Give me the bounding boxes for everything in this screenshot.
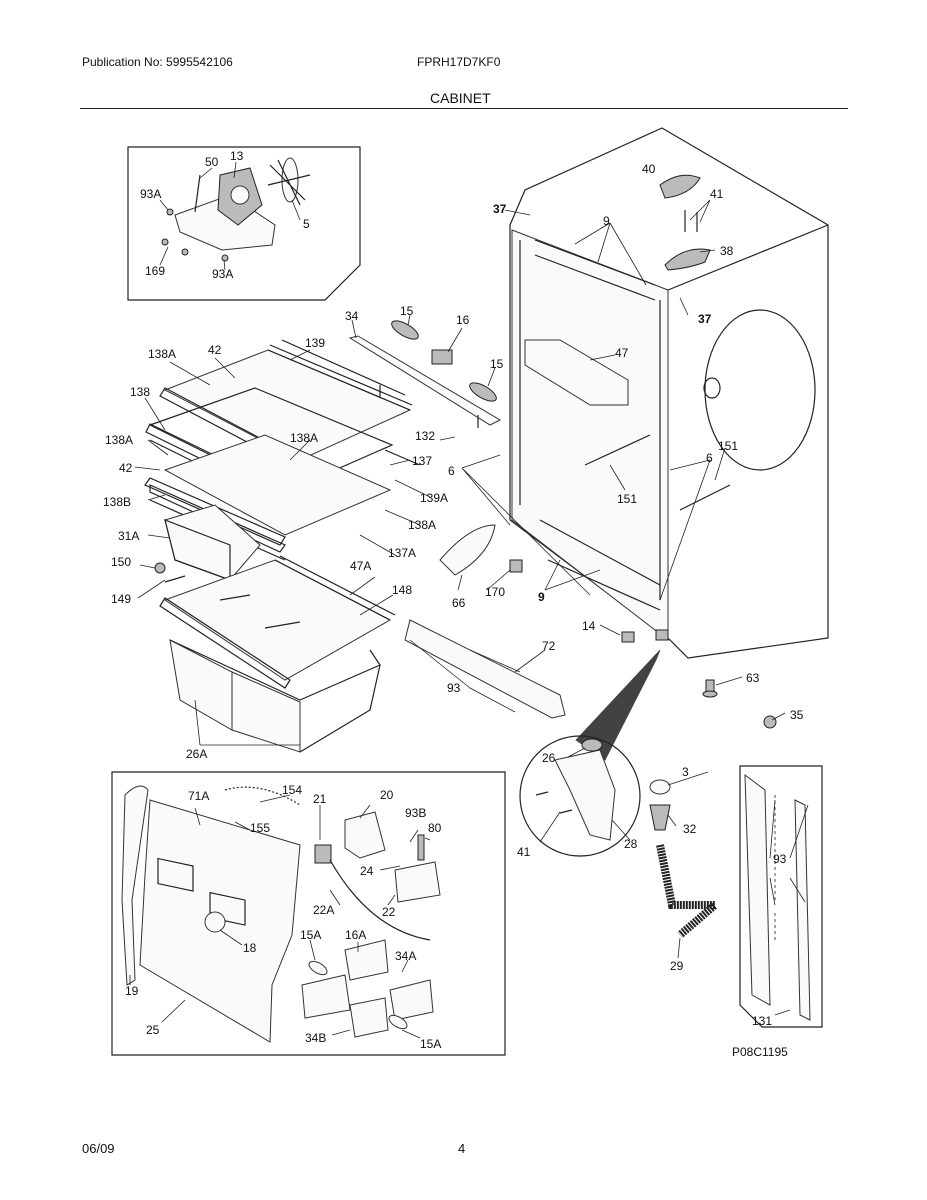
label-34A: 34A — [395, 949, 416, 963]
label-22: 22 — [382, 905, 396, 919]
label-93A-b: 93A — [212, 267, 233, 281]
shelf-assemblies — [134, 314, 591, 596]
model-number: FPRH17D7KF0 — [417, 55, 501, 69]
label-71A: 71A — [188, 789, 209, 803]
label-151-b: 151 — [617, 492, 637, 506]
label-37-b: 37 — [698, 312, 712, 326]
label-151-a: 151 — [718, 439, 738, 453]
label-137A: 137A — [388, 546, 416, 560]
label-9-b: 9 — [538, 590, 545, 604]
label-34B: 34B — [305, 1031, 326, 1045]
label-5: 5 — [303, 217, 310, 231]
header-rule — [80, 108, 848, 109]
label-26: 26 — [542, 751, 556, 765]
label-169: 169 — [145, 264, 165, 278]
label-42-a: 42 — [208, 343, 222, 357]
label-137: 137 — [412, 454, 432, 468]
label-41-b: 41 — [517, 845, 531, 859]
label-80: 80 — [428, 821, 442, 835]
label-18: 18 — [243, 941, 257, 955]
label-148: 148 — [392, 583, 412, 597]
hinge-detail — [519, 649, 661, 857]
label-29: 29 — [670, 959, 684, 973]
part-40-cover — [659, 174, 701, 199]
label-19: 19 — [125, 984, 139, 998]
label-63: 63 — [746, 671, 760, 685]
label-15-b: 15 — [490, 357, 504, 371]
label-93A-a: 93A — [140, 187, 161, 201]
label-131: 131 — [752, 1014, 772, 1028]
label-155: 155 — [250, 821, 270, 835]
label-25: 25 — [146, 1023, 160, 1037]
label-16: 16 — [456, 313, 470, 327]
part-labels: 50 13 93A 5 169 93A 40 41 37 9 38 37 34 … — [103, 149, 804, 1059]
label-132: 132 — [415, 429, 435, 443]
footer-page-number: 4 — [458, 1141, 466, 1156]
label-24: 24 — [360, 864, 374, 878]
part-38-bracket — [664, 248, 711, 271]
label-6-b: 6 — [706, 451, 713, 465]
label-139: 139 — [305, 336, 325, 350]
trim-inset — [739, 765, 823, 1028]
label-149: 149 — [111, 592, 131, 606]
label-93B: 93B — [405, 806, 426, 820]
label-50: 50 — [205, 155, 219, 169]
fan-motor-inset — [127, 146, 361, 301]
label-38: 38 — [720, 244, 734, 258]
label-22A: 22A — [313, 903, 334, 917]
label-41-a: 41 — [710, 187, 724, 201]
label-32: 32 — [683, 822, 697, 836]
label-15A-b: 15A — [420, 1037, 441, 1051]
label-20: 20 — [380, 788, 394, 802]
fan-blade-part — [267, 157, 311, 206]
label-93-b: 93 — [773, 852, 787, 866]
diagram-code: P08C1195 — [732, 1045, 788, 1059]
label-6-a: 6 — [448, 464, 455, 478]
crisper-and-drawers — [137, 504, 566, 753]
label-150: 150 — [111, 555, 131, 569]
label-3: 3 — [682, 765, 689, 779]
label-66: 66 — [452, 596, 466, 610]
label-47A: 47A — [350, 559, 371, 573]
label-26A: 26A — [186, 747, 207, 761]
label-16A: 16A — [345, 928, 366, 942]
label-15-a: 15 — [400, 304, 414, 318]
label-37-a: 37 — [493, 202, 507, 216]
label-138A-b: 138A — [105, 433, 133, 447]
label-139A: 139A — [420, 491, 448, 505]
label-72: 72 — [542, 639, 556, 653]
page-title: CABINET — [430, 90, 491, 106]
label-15A-a: 15A — [300, 928, 321, 942]
label-34: 34 — [345, 309, 359, 323]
misc-hardware — [649, 676, 786, 959]
label-138B: 138B — [103, 495, 131, 509]
label-93-a: 93 — [447, 681, 461, 695]
label-28: 28 — [624, 837, 638, 851]
label-138: 138 — [130, 385, 150, 399]
footer-date: 06/09 — [82, 1141, 115, 1156]
publication-number: Publication No: 5995542106 — [82, 55, 233, 69]
label-138A-d: 138A — [408, 518, 436, 532]
label-170: 170 — [485, 585, 505, 599]
label-138A-c: 138A — [290, 431, 318, 445]
label-14: 14 — [582, 619, 596, 633]
label-35: 35 — [790, 708, 804, 722]
label-31A: 31A — [118, 529, 139, 543]
control-panel-inset — [111, 771, 506, 1056]
label-9-a: 9 — [603, 214, 610, 228]
label-138A-a: 138A — [148, 347, 176, 361]
label-42-b: 42 — [119, 461, 133, 475]
cabinet-liner — [504, 127, 829, 659]
label-21: 21 — [313, 792, 327, 806]
label-40: 40 — [642, 162, 656, 176]
label-47: 47 — [615, 346, 629, 360]
label-13: 13 — [230, 149, 244, 163]
label-154: 154 — [282, 783, 302, 797]
